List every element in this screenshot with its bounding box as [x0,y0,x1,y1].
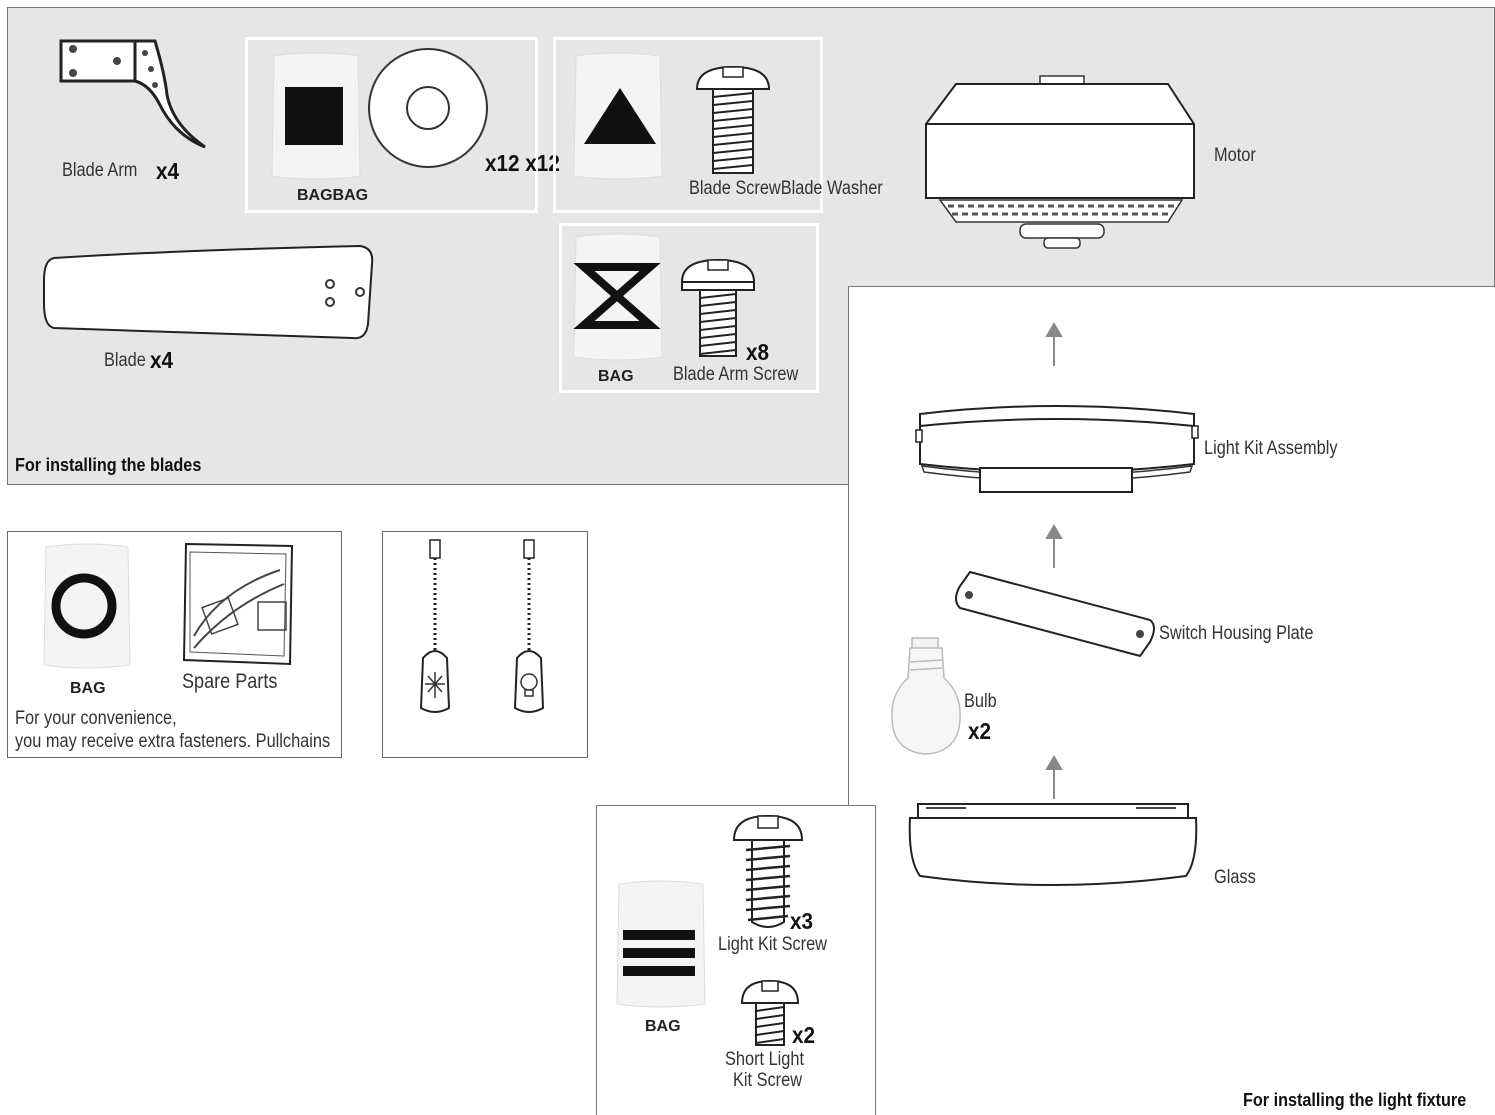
blade-arm-screw-box [559,223,819,393]
short-light-kit-screw-label-line2: Kit Screw [733,1070,803,1091]
short-light-kit-screw-label-line1: Short Light [725,1049,805,1070]
blade-arm-screw-icon [680,258,756,357]
blade-screw-label: Blade ScrewBlade Washer [689,178,883,199]
motor-icon [925,75,1195,249]
bag-triangle-icon [573,52,663,180]
blade-arm-qty: x4 [156,158,180,184]
arrow-up-icon [1045,755,1063,799]
fan-pullchain-icon [419,539,451,713]
bag-square-icon [271,52,361,180]
switch-housing-plate-label: Switch Housing Plate [1159,623,1314,644]
blade-arm-screw-label: Blade Arm Screw [673,364,799,385]
blades-section-title: For installing the blades [15,455,202,475]
spare-parts-note-line2: you may receive extra fasteners. Pullcha… [15,731,331,752]
bag-hourglass-icon [573,233,663,361]
spare-parts-box [7,531,342,758]
blade-screw-box [553,37,823,213]
short-light-kit-screw-qty: x2 [792,1022,816,1048]
bag-three-bars-icon [616,880,706,1008]
light-kit-assembly-icon [915,405,1199,493]
arrow-up-icon [1045,322,1063,366]
motor-label: Motor [1214,145,1256,166]
light-kit-screws-bag-label: BAG [645,1018,681,1035]
light-kit-screw-icon [732,814,804,928]
blade-washer-icon [368,48,488,168]
washer-qty: x12 x12 [485,150,560,176]
arrow-up-icon [1045,524,1063,568]
washer-bag-box [245,37,538,213]
glass-label: Glass [1214,867,1256,888]
blade-arm-screw-bag-label: BAG [598,368,634,385]
blade-screw-icon [695,65,771,174]
spare-parts-label: Spare Parts [182,670,278,693]
light-kit-assembly-label: Light Kit Assembly [1204,438,1338,459]
light-section-title: For installing the light fixture [1243,1090,1467,1110]
blade-arm-icon [59,39,206,149]
pullchains-box [382,531,588,758]
bulb-icon [891,637,961,755]
short-light-kit-screw-icon [740,979,800,1046]
blade-qty: x4 [150,347,174,373]
washer-bag-label: BAGBAG [297,187,369,204]
bulb-label: Bulb [964,691,997,712]
light-kit-screw-label: Light Kit Screw [718,934,827,955]
glass-icon [908,803,1198,886]
blade-arm-screw-qty: x8 [746,339,770,365]
blade-arm-label: Blade Arm [62,160,138,181]
bag-ring-icon [43,543,131,669]
light-pullchain-icon [513,539,545,713]
spare-parts-note-line1: For your convenience, [15,708,177,729]
switch-housing-plate-icon [955,570,1155,658]
light-kit-screw-qty: x3 [790,908,814,934]
spare-parts-bag-label: BAG [70,680,106,697]
bulb-qty: x2 [968,718,992,744]
spare-parts-bag-icon [182,542,294,666]
blade-icon [43,244,374,340]
blade-label: Blade [104,350,146,371]
